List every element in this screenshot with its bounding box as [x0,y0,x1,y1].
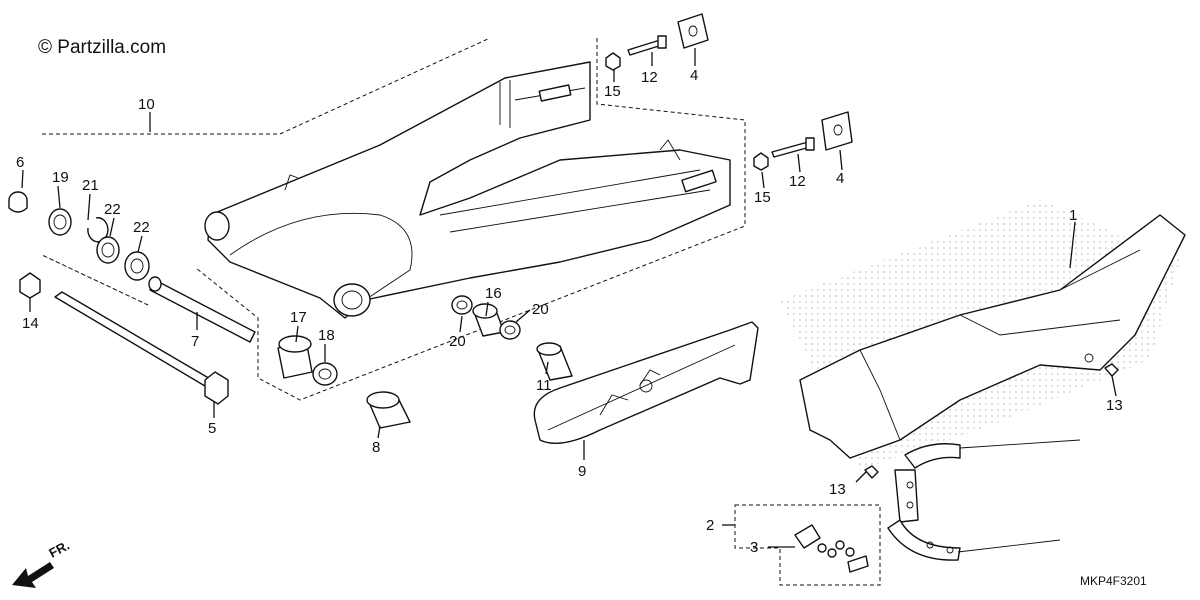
front-indicator: FR. [46,538,72,561]
label-21: 21 [82,177,99,194]
part-22-bearing-b[interactable] [124,251,150,281]
label-4a: 4 [690,67,698,84]
part-17-needle-bearing[interactable] [277,335,313,379]
label-12a: 12 [641,69,658,86]
part-5-pivot-bolt[interactable] [54,291,229,405]
part-12-bolt-a[interactable] [627,35,667,56]
part-14-nut[interactable] [19,272,41,299]
part-20-seal-a[interactable] [451,295,473,315]
part-8-collar[interactable] [366,391,411,429]
part-15-nut-a[interactable] [605,52,621,71]
label-1: 1 [1069,207,1077,224]
watermark: © Partzilla.com [38,37,166,58]
label-19: 19 [52,169,69,186]
part-13-bolt-a[interactable] [1104,363,1119,377]
chain-group-outline [734,504,881,586]
part-22-bearing-a[interactable] [96,236,120,264]
label-22a: 22 [104,201,121,218]
part-13-bolt-b[interactable] [864,465,879,479]
label-18: 18 [318,327,335,344]
leader-lines [21,48,1117,548]
part-19-seal[interactable] [48,208,72,236]
part-9-chain-slider[interactable] [533,321,759,445]
part-12-bolt-b[interactable] [771,137,815,158]
label-22b: 22 [133,219,150,236]
part-3-master-link[interactable] [794,524,869,573]
part-18-seal[interactable] [312,362,338,386]
label-5: 5 [208,420,216,437]
callout-labels: 1 2 3 4 4 5 6 7 8 9 10 11 12 12 13 13 14… [16,67,1123,556]
label-13b: 13 [829,481,846,498]
part-16-bearing[interactable] [472,303,505,337]
label-16: 16 [485,285,502,302]
swingarm-group-outline [41,37,746,401]
label-20a: 20 [532,301,549,318]
label-13a: 13 [1106,397,1123,414]
label-7: 7 [191,333,199,350]
label-11: 11 [536,377,552,394]
label-17: 17 [290,309,307,326]
label-10: 10 [138,96,155,113]
part-2-drive-chain[interactable] [887,439,1081,561]
label-15a: 15 [604,83,621,100]
part-6-collar[interactable] [8,191,28,213]
part-7-pipe[interactable] [148,276,256,343]
part-4-plate-b[interactable] [821,111,853,151]
label-3: 3 [750,539,758,556]
label-20b: 20 [449,333,466,350]
label-6: 6 [16,154,24,171]
label-14: 14 [22,315,39,332]
part-11-collar[interactable] [536,342,573,381]
front-arrow-icon [12,562,54,588]
diagram-code: MKP4F3201 [1080,574,1147,588]
label-12b: 12 [789,173,806,190]
part-15-nut-b[interactable] [753,152,769,171]
part-4-plate-a[interactable] [677,13,709,49]
label-4b: 4 [836,170,844,187]
label-8: 8 [372,439,380,456]
label-15b: 15 [754,189,771,206]
part-1-chain-guard[interactable] [780,200,1186,470]
label-9: 9 [578,463,586,480]
swingarm[interactable] [204,61,731,319]
part-20-seal-b[interactable] [499,320,521,340]
label-2: 2 [706,517,714,534]
